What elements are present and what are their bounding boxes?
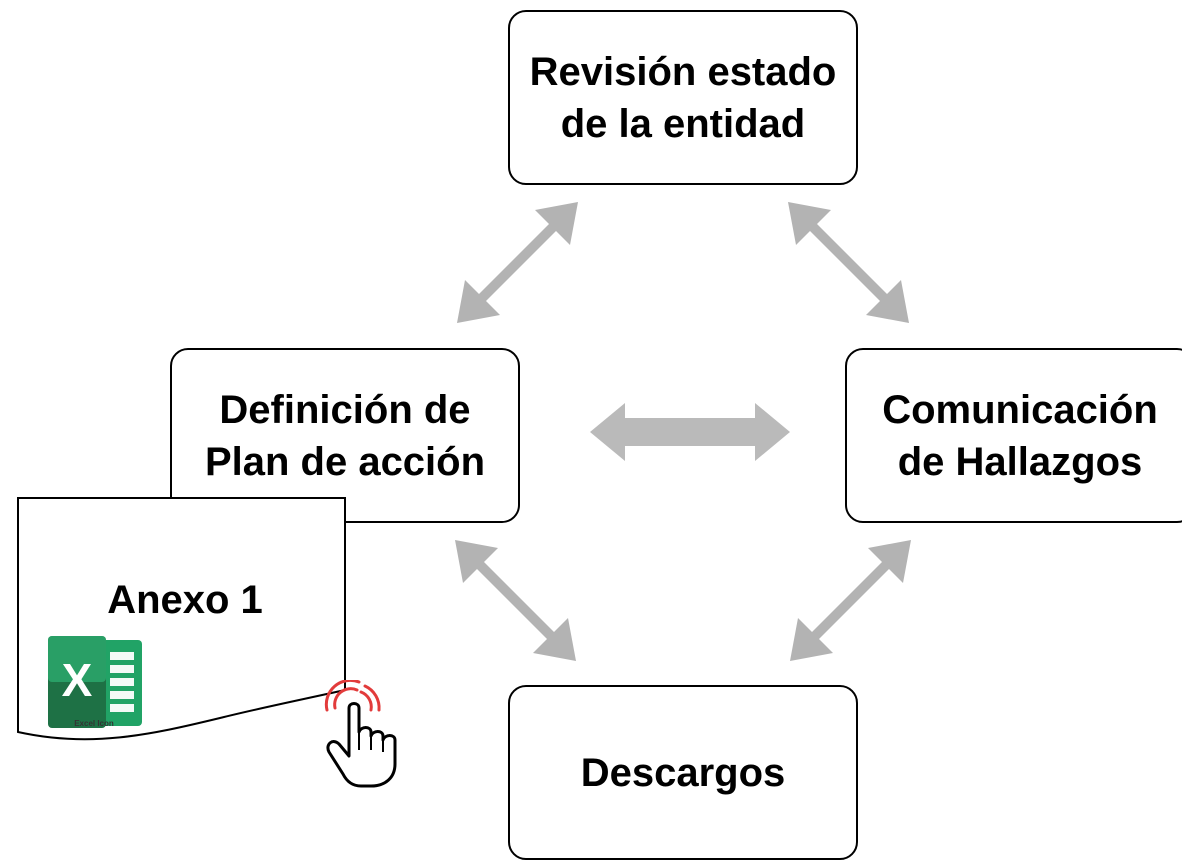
node-revision-estado[interactable]: Revisión estado de la entidad: [508, 10, 858, 185]
arrow-top-right: [788, 202, 909, 323]
node-comunicacion-hallazgos[interactable]: Comunicación de Hallazgos: [845, 348, 1182, 523]
arrow-right-bottom: [790, 540, 911, 661]
arrow-top-left: [457, 202, 578, 323]
node-definicion-plan[interactable]: Definición de Plan de acción: [170, 348, 520, 523]
excel-icon-caption: Excel Icon: [74, 719, 114, 728]
annex-title: Anexo 1: [107, 578, 263, 622]
excel-icon[interactable]: X: [44, 630, 144, 740]
arrow-horizontal: [590, 403, 790, 461]
arrow-left-bottom: [455, 540, 576, 661]
node-descargos[interactable]: Descargos: [508, 685, 858, 860]
excel-icon-letter: X: [62, 654, 93, 706]
